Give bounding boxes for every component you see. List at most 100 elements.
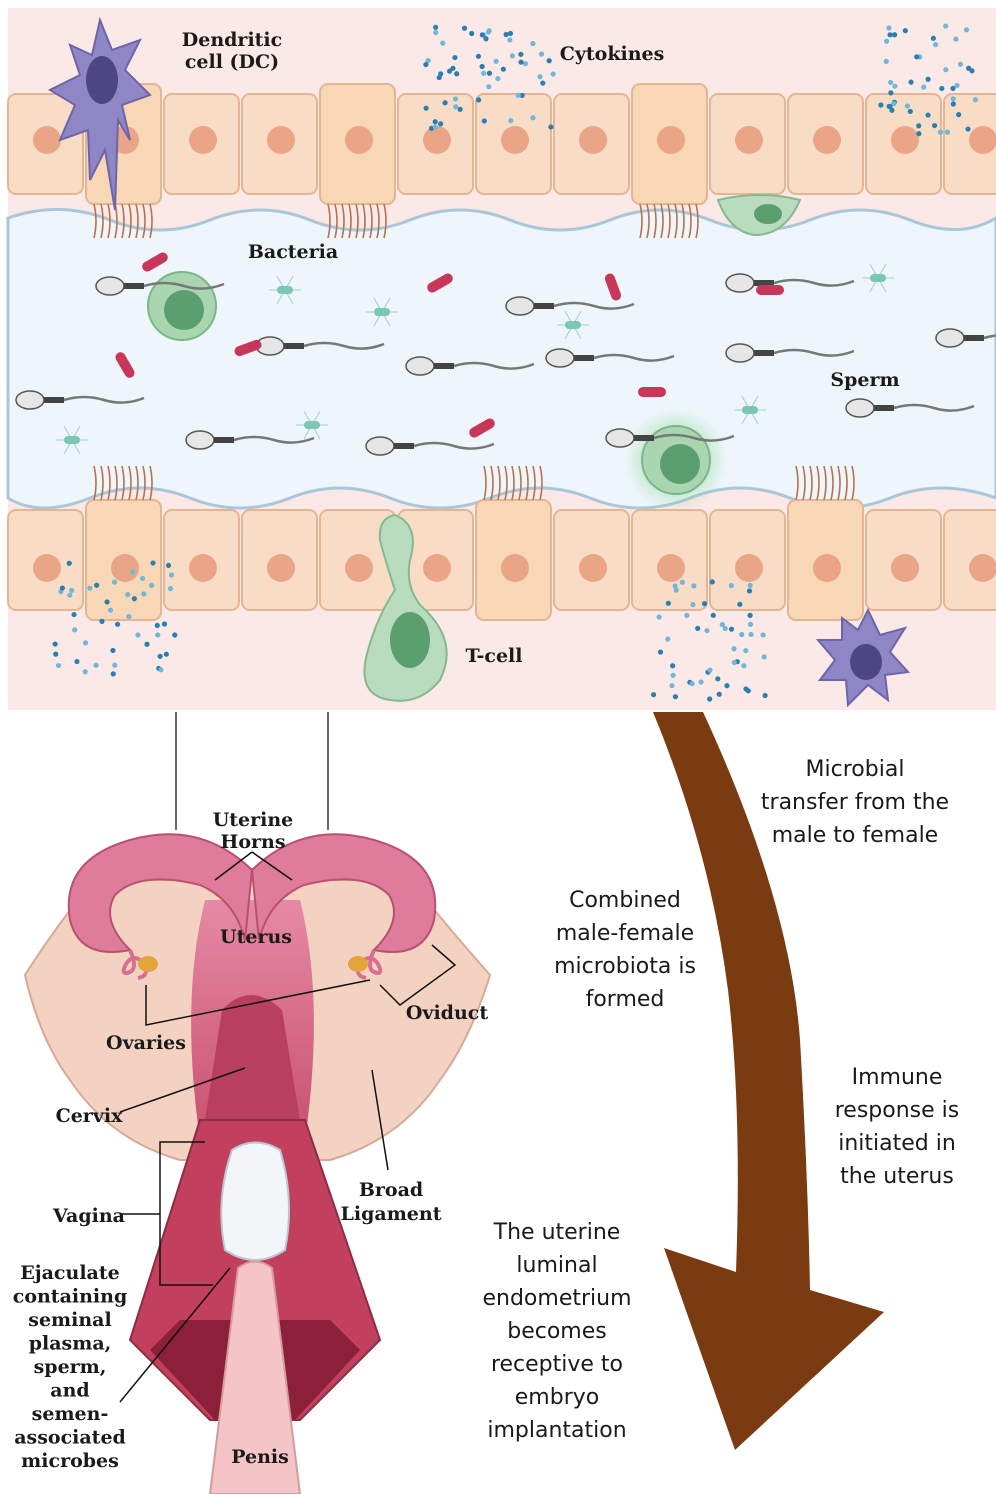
cell-nucleus <box>735 554 763 582</box>
cytokine <box>710 579 715 584</box>
cell-nucleus <box>501 554 529 582</box>
cytokine <box>916 131 921 136</box>
cytokine <box>711 613 716 618</box>
cell-nucleus <box>33 126 61 154</box>
cytokine <box>925 112 930 117</box>
label-t-cell: T-cell <box>466 645 523 667</box>
cytokine <box>747 588 752 593</box>
step-combined-microbiota: Combinedmale-femalemicrobiota isformed <box>554 888 696 1012</box>
cytokine <box>684 613 689 618</box>
cytokine <box>731 646 736 651</box>
cytokine <box>891 101 896 106</box>
bacterium-rod <box>638 387 666 397</box>
cytokine <box>884 59 889 64</box>
cytokine <box>166 563 171 568</box>
step-receptive-endometrium: The uterineluminalendometriumbecomesrece… <box>482 1220 631 1443</box>
cytokine <box>172 632 177 637</box>
label-cytokines: Cytokines <box>560 43 665 65</box>
cytokine <box>108 608 113 613</box>
label-ejaculate-line: containing <box>13 1286 128 1308</box>
cell-nucleus <box>33 554 61 582</box>
cytokine <box>965 126 970 131</box>
cytokine <box>438 121 443 126</box>
cytokine <box>729 627 734 632</box>
cytokine <box>732 660 737 665</box>
cytokine <box>157 654 162 659</box>
cytokine <box>951 96 956 101</box>
cytokine <box>71 612 76 617</box>
cytokine <box>720 622 725 627</box>
cytokine <box>486 29 491 34</box>
cytokine <box>717 692 722 697</box>
step-text-line: becomes <box>507 1319 606 1344</box>
cytokine <box>469 31 474 36</box>
cytokine <box>481 71 486 76</box>
cell-nucleus <box>111 554 139 582</box>
cytokine <box>551 71 556 76</box>
cytokine <box>442 100 447 105</box>
cytokine <box>707 696 712 701</box>
cell-nucleus <box>657 554 685 582</box>
step-text-line: receptive to <box>491 1352 623 1377</box>
cytokine <box>53 641 58 646</box>
cell-nucleus <box>423 126 451 154</box>
cytokine <box>104 599 109 604</box>
cytokine <box>748 632 753 637</box>
cell-nucleus <box>501 126 529 154</box>
cytokine <box>914 54 919 59</box>
epithelium-panel: Dendritic cell (DC) Cytokines Bacteria S… <box>8 8 996 710</box>
cytokine <box>530 41 535 46</box>
cytokine <box>111 671 116 676</box>
label-vagina: Vagina <box>52 1205 125 1227</box>
cell-nucleus <box>579 126 607 154</box>
cytokine <box>887 32 892 37</box>
cytokine <box>964 27 969 32</box>
cytokine <box>115 622 120 627</box>
cytokine <box>126 614 131 619</box>
cytokine <box>673 694 678 699</box>
cytokine <box>889 108 894 113</box>
step-text-line: microbiota is <box>554 954 696 979</box>
cytokine <box>680 580 685 585</box>
cytokine <box>74 659 79 664</box>
cytokine <box>886 25 891 30</box>
cell-nucleus <box>813 126 841 154</box>
cytokine <box>453 104 458 109</box>
label-ejaculate: Ejaculatecontainingseminalplasma,sperm,a… <box>13 1262 128 1472</box>
cytokine <box>539 51 544 56</box>
cytokine <box>164 652 169 657</box>
cytokine <box>93 663 98 668</box>
cytokine <box>956 112 961 117</box>
cytokine <box>72 627 77 632</box>
cell-nucleus <box>969 126 996 154</box>
cytokine <box>951 101 956 106</box>
uterine-lumen <box>8 209 996 508</box>
cytokine <box>53 652 58 657</box>
cytokine <box>548 124 553 129</box>
cytokine <box>508 118 513 123</box>
label-uterine-horns-2: Horns <box>220 831 285 853</box>
reproductive-anatomy: Uterine Horns Uterus Ovaries Oviduct Cer… <box>13 809 490 1494</box>
cytokine <box>83 640 88 645</box>
step-text-line: embryo <box>515 1385 599 1410</box>
cytokine <box>504 32 509 37</box>
label-bacteria: Bacteria <box>248 241 338 263</box>
cytokine <box>510 53 515 58</box>
label-dendritic-cell-2: cell (DC) <box>185 51 279 73</box>
cytokine <box>892 84 897 89</box>
cytokine <box>932 123 937 128</box>
label-oviduct: Oviduct <box>406 1002 488 1024</box>
step-text-line: transfer from the <box>761 790 949 815</box>
cytokine <box>908 109 913 114</box>
label-ejaculate-line: seminal <box>28 1309 111 1331</box>
cytokine <box>763 693 768 698</box>
cytokine <box>729 583 734 588</box>
cell-nucleus <box>891 554 919 582</box>
cytokine <box>523 61 528 66</box>
cell-nucleus <box>579 554 607 582</box>
cytokine <box>921 85 926 90</box>
label-ejaculate-line: semen- <box>32 1403 109 1425</box>
step-microbial-transfer: Microbialtransfer from themale to female <box>761 757 949 848</box>
cytokine <box>748 583 753 588</box>
ejaculate <box>221 1143 289 1261</box>
